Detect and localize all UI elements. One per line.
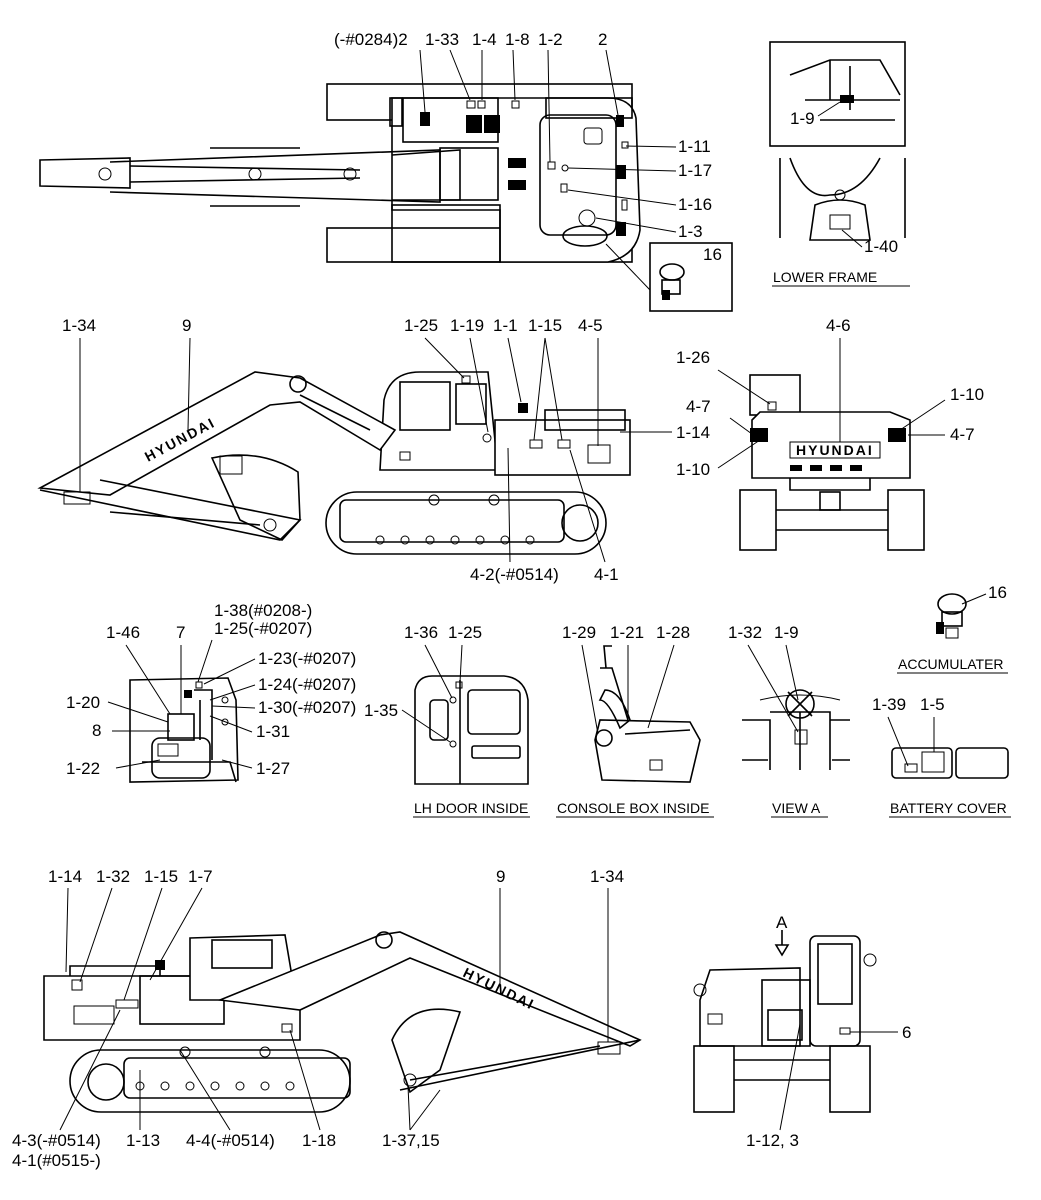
top-view-labels: (-#0284)2 1-33 1-4 1-8 1-2 2 1-11 1-17 1… xyxy=(334,30,722,264)
caption-lower-frame: LOWER FRAME xyxy=(773,269,877,285)
label: 1-25 xyxy=(404,316,438,335)
label: 1-30(-#0207) xyxy=(258,698,356,717)
label: 1-29 xyxy=(562,623,596,642)
label: 1-22 xyxy=(66,759,100,778)
front-view: A 6 1-12, 3 xyxy=(693,913,911,1150)
top-view xyxy=(39,83,733,312)
label: 1-13 xyxy=(126,1131,160,1150)
lh-door-view: 1-36 1-25 1-35 LH DOOR INSIDE xyxy=(364,623,530,818)
label: (-#0284)2 xyxy=(334,30,408,49)
label: 1-25(-#0207) xyxy=(214,619,312,638)
label: 2 xyxy=(598,30,607,49)
label: 1-1 xyxy=(493,316,518,335)
label: 1-34 xyxy=(590,867,624,886)
label: 1-9 xyxy=(774,623,799,642)
battery-cover-view: 1-39 1-5 BATTERY COVER xyxy=(872,695,1011,818)
label: 1-24(-#0207) xyxy=(258,675,356,694)
label: 1-37,15 xyxy=(382,1131,440,1150)
label: 1-14 xyxy=(48,867,82,886)
rear-view: HYUNDAI 1-26 4-6 1-10 4-7 4-7 1-10 xyxy=(676,316,984,551)
label: 4-7 xyxy=(686,397,711,416)
label: 1-40 xyxy=(864,237,898,256)
label: 1-7 xyxy=(188,867,213,886)
label: 9 xyxy=(496,867,505,886)
caption-console-box: CONSOLE BOX INSIDE xyxy=(557,800,709,816)
label: 1-23(-#0207) xyxy=(258,649,356,668)
label: 1-10 xyxy=(676,460,710,479)
label: 4-6 xyxy=(826,316,851,335)
caption-lh-door: LH DOOR INSIDE xyxy=(414,800,528,816)
label: 1-46 xyxy=(106,623,140,642)
brand-label-rear: HYUNDAI xyxy=(796,442,874,458)
label: 16 xyxy=(703,245,722,264)
label: 1-32 xyxy=(96,867,130,886)
console-box-view: 1-29 1-21 1-28 CONSOLE BOX INSIDE xyxy=(556,623,714,818)
label: 1-15 xyxy=(144,867,178,886)
label: 1-33 xyxy=(425,30,459,49)
label: 8 xyxy=(92,721,101,740)
side-view-right: HYUNDAI 1-14 1-32 1-15 1-7 9 1-34 4-3(-#… xyxy=(12,867,642,1170)
caption-battery-cover: BATTERY COVER xyxy=(890,800,1007,816)
view-a: 1-32 1-9 VIEW A xyxy=(728,623,850,818)
label: 1-15 xyxy=(528,316,562,335)
label: 1-20 xyxy=(66,693,100,712)
label: 1-9 xyxy=(790,109,815,128)
label: 1-35 xyxy=(364,701,398,720)
label: 1-18 xyxy=(302,1131,336,1150)
label: 1-16 xyxy=(678,195,712,214)
label: 7 xyxy=(176,623,185,642)
label: A xyxy=(776,913,788,932)
label: 1-10 xyxy=(950,385,984,404)
label: 1-11 xyxy=(678,137,711,156)
label: 1-26 xyxy=(676,348,710,367)
label: 1-39 xyxy=(872,695,906,714)
label: 1-17 xyxy=(678,161,712,180)
label: 4-7 xyxy=(950,425,975,444)
caption-view-a: VIEW A xyxy=(772,800,821,816)
label: 1-32 xyxy=(728,623,762,642)
label: 4-1(#0515-) xyxy=(12,1151,101,1170)
caption-accumulater: ACCUMULATER xyxy=(898,656,1004,672)
label: 1-5 xyxy=(920,695,945,714)
lower-frame-view: 1-9 1-40 LOWER FRAME xyxy=(769,41,910,287)
label: 1-27 xyxy=(256,759,290,778)
label: 1-25 xyxy=(448,623,482,642)
label: 1-28 xyxy=(656,623,690,642)
label: 1-12, 3 xyxy=(746,1131,799,1150)
label: 4-4(-#0514) xyxy=(186,1131,275,1150)
label: 4-5 xyxy=(578,316,603,335)
accumulator-view: 16 ACCUMULATER xyxy=(897,583,1008,674)
label: 1-4 xyxy=(472,30,497,49)
label: 1-14 xyxy=(676,423,710,442)
label: 1-34 xyxy=(62,316,96,335)
cab-interior-view: 1-38(#0208-) 1-25(-#0207) 1-46 7 1-23(-#… xyxy=(66,601,356,783)
label: 16 xyxy=(988,583,1007,602)
label: 4-1 xyxy=(594,565,619,584)
label: 1-38(#0208-) xyxy=(214,601,312,620)
label: 1-19 xyxy=(450,316,484,335)
label: 9 xyxy=(182,316,191,335)
label: 1-21 xyxy=(610,623,644,642)
label: 4-2(-#0514) xyxy=(470,565,559,584)
label: 1-8 xyxy=(505,30,530,49)
label: 1-3 xyxy=(678,222,703,241)
label: 4-3(-#0514) xyxy=(12,1131,101,1150)
side-view-left: HYUNDAI 1-34 9 1-25 1-19 1-1 1-15 4-5 1-… xyxy=(37,316,710,584)
label: 1-2 xyxy=(538,30,563,49)
label: 1-31 xyxy=(256,722,290,741)
label: 6 xyxy=(902,1023,911,1042)
label: 1-36 xyxy=(404,623,438,642)
